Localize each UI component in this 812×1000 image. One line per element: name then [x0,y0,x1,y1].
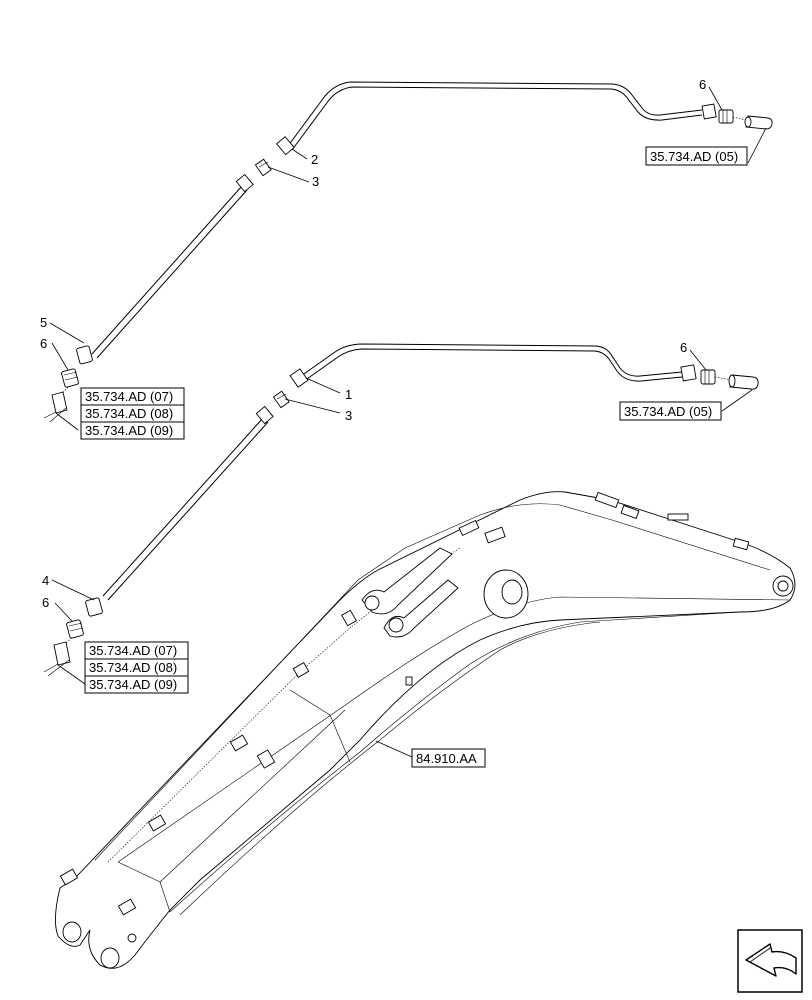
ref-box-upper-left[interactable]: 35.734.AD (07) 35.734.AD (08) 35.734.AD … [80,387,185,440]
ref-lower-left-08[interactable]: 35.734.AD (08) [89,660,177,675]
ref-upper-left-09[interactable]: 35.734.AD (09) [85,423,173,438]
ref-upper-left-08[interactable]: 35.734.AD (08) [85,406,173,421]
boom-drawing [55,491,796,969]
ref-lower-left-07[interactable]: 35.734.AD (07) [89,643,177,658]
ref-boom-text[interactable]: 84.910.AA [416,751,477,766]
callout-6-lower-right: 6 [680,340,687,355]
upper-pipe-assembly [43,81,773,431]
ref-box-boom[interactable]: 84.910.AA [411,748,486,768]
ref-upper-left-07[interactable]: 35.734.AD (07) [85,389,173,404]
callout-2-upper: 2 [311,152,318,167]
callout-1-lower: 1 [345,387,352,402]
ref-lower-left-09[interactable]: 35.734.AD (09) [89,677,177,692]
ref-box-lower-left[interactable]: 35.734.AD (07) 35.734.AD (08) 35.734.AD … [84,641,189,694]
ref-box-upper-right[interactable]: 35.734.AD (05) [645,146,748,166]
callout-4-lower: 4 [42,573,49,588]
ref-upper-right-text[interactable]: 35.734.AD (05) [650,149,738,164]
ref-lower-right-text[interactable]: 35.734.AD (05) [624,404,712,419]
arrow-back-icon[interactable] [737,929,803,993]
lower-pipe-assembly [43,343,759,685]
callout-3-upper: 3 [312,174,319,189]
callout-5-upper: 5 [40,315,47,330]
callout-6-upper-left: 6 [40,336,47,351]
callout-3-lower: 3 [345,408,352,423]
callout-6-lower-left: 6 [42,595,49,610]
ref-box-lower-right[interactable]: 35.734.AD (05) [619,401,722,421]
callout-6-upper-right: 6 [699,77,706,92]
